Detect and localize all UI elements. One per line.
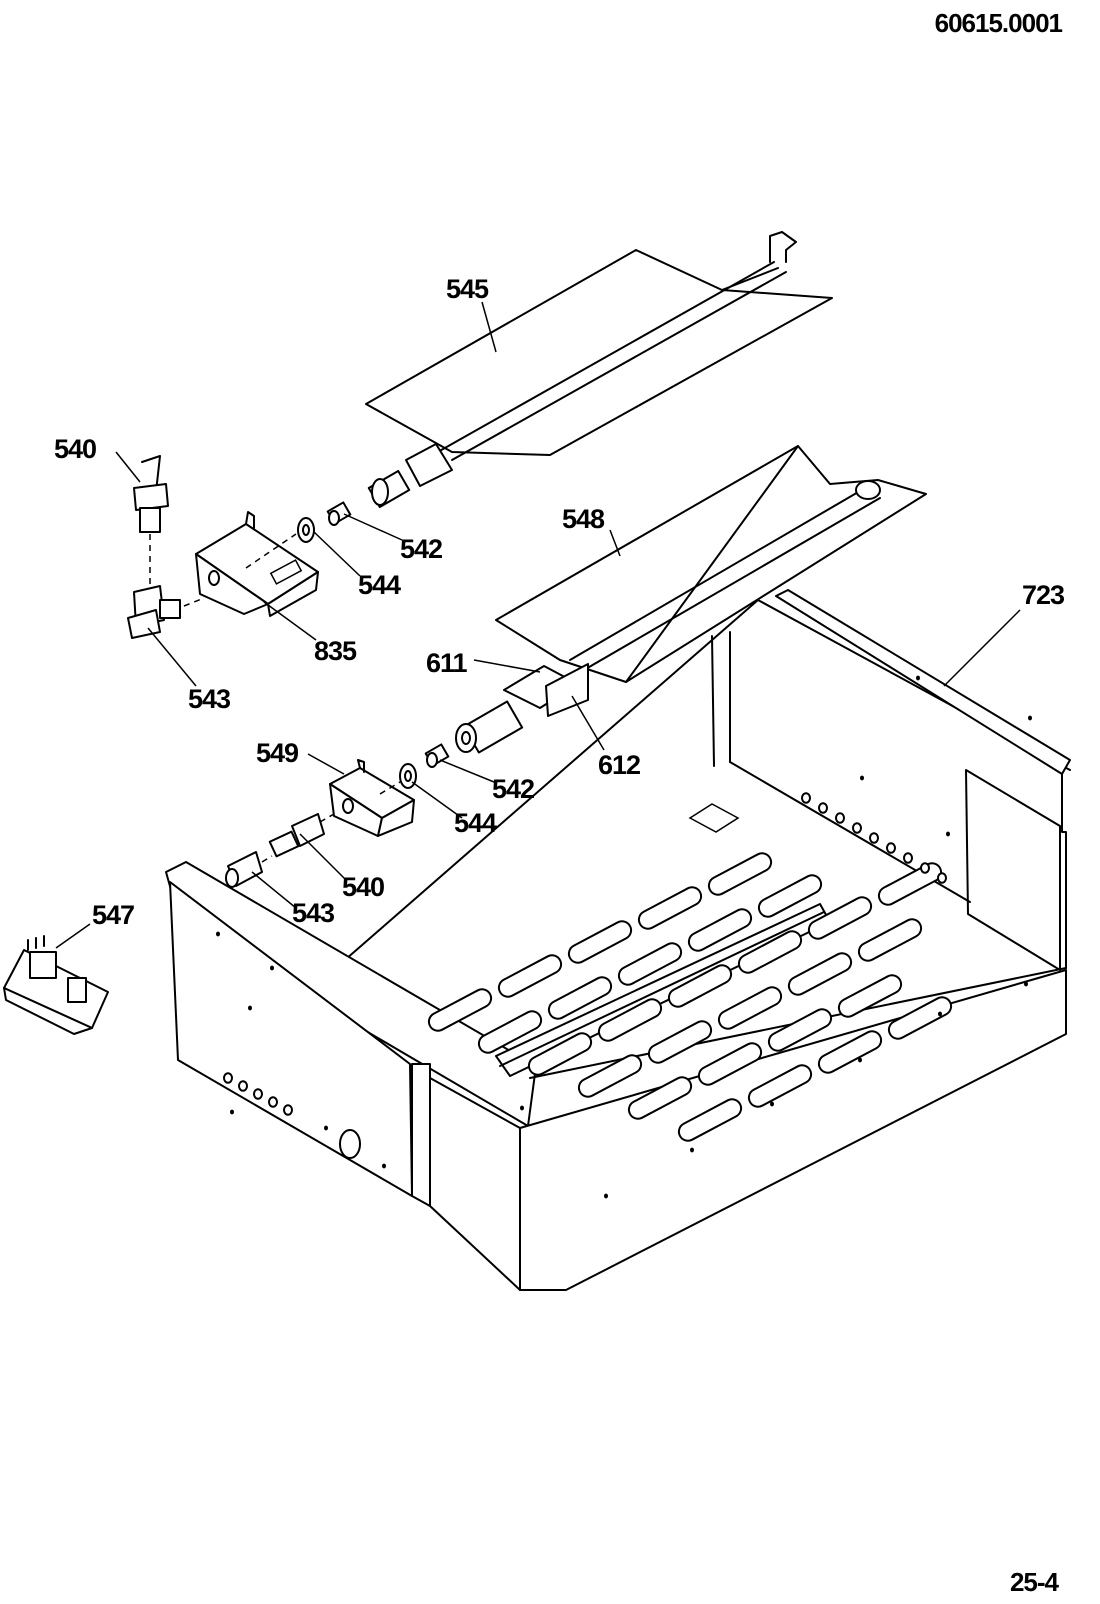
burner-548 xyxy=(455,445,927,754)
part-label-611: 611 xyxy=(426,648,468,678)
floor-slot xyxy=(677,1098,743,1142)
floor-slot xyxy=(477,1010,543,1054)
rivet xyxy=(818,802,828,814)
floor-slot xyxy=(747,1064,813,1108)
rivet xyxy=(801,792,811,804)
rivet xyxy=(230,1109,234,1115)
rivet xyxy=(268,1096,278,1108)
part-label-835: 835 xyxy=(314,636,357,666)
floor-slot xyxy=(597,998,663,1042)
floor-slot xyxy=(717,986,783,1030)
part-label-547: 547 xyxy=(92,900,134,930)
part-label-549: 549 xyxy=(256,738,299,768)
floor-slot xyxy=(787,952,853,996)
floor-slot xyxy=(697,1042,763,1086)
floor-slot xyxy=(807,896,873,940)
part-label-542-bottom: 542 xyxy=(492,774,534,804)
orifice-542-top xyxy=(326,501,352,526)
rivet xyxy=(1028,715,1032,721)
igniter-547 xyxy=(3,935,109,1035)
part-label-544-top: 544 xyxy=(358,570,401,600)
rivet xyxy=(238,1080,248,1092)
bracket-549 xyxy=(329,759,415,837)
rivet xyxy=(253,1088,263,1100)
floor-slot xyxy=(647,1020,713,1064)
floor-slot xyxy=(567,920,633,964)
rivet xyxy=(903,852,913,864)
rivet xyxy=(937,872,947,884)
rivet xyxy=(270,965,274,971)
rivet xyxy=(852,822,862,834)
rivet xyxy=(946,831,950,837)
floor-slot xyxy=(617,942,683,986)
floor-slot xyxy=(757,874,823,918)
part-label-545: 545 xyxy=(446,274,489,304)
floor-slot xyxy=(707,852,773,896)
floor-slot xyxy=(767,1008,833,1052)
part-label-612: 612 xyxy=(598,750,640,780)
floor-slot xyxy=(637,886,703,930)
floor-slot xyxy=(887,996,953,1040)
part-label-542-top: 542 xyxy=(400,534,442,564)
part-label-544-bottom: 544 xyxy=(454,808,497,838)
floor-slot xyxy=(527,1032,593,1076)
fitting-543-bottom xyxy=(225,851,273,888)
rivet xyxy=(216,931,220,937)
rivet xyxy=(520,1105,524,1111)
leader-lines xyxy=(55,301,1021,949)
drawing-id: 60615.0001 xyxy=(934,8,1063,38)
floor-slot xyxy=(577,1054,643,1098)
fitting-540-bottom xyxy=(268,813,335,858)
rivet xyxy=(835,812,845,824)
floor-slot xyxy=(427,988,493,1032)
part-label-723: 723 xyxy=(1022,580,1065,610)
rivet xyxy=(283,1104,293,1116)
rivet xyxy=(1024,981,1028,987)
bracket-835 xyxy=(195,511,319,617)
fitting-543-top xyxy=(127,585,205,639)
part-label-540-top: 540 xyxy=(54,434,96,464)
floor-slots xyxy=(427,852,953,1142)
fitting-540-top xyxy=(133,455,169,584)
floor-slot xyxy=(857,918,923,962)
floor-slot xyxy=(687,908,753,952)
floor-slot xyxy=(837,974,903,1018)
rivet xyxy=(324,1125,328,1131)
floor-slot xyxy=(547,976,613,1020)
floor-slot xyxy=(667,964,733,1008)
part-label-540-bottom: 540 xyxy=(342,872,384,902)
part-label-543-top: 543 xyxy=(188,684,231,714)
part-label-543-bottom: 543 xyxy=(292,898,335,928)
rivet xyxy=(690,1147,694,1153)
page-number: 25-4 xyxy=(1009,1567,1059,1597)
rivet xyxy=(920,862,930,874)
part-label-548: 548 xyxy=(562,504,605,534)
orifice-542-bottom xyxy=(424,743,450,768)
rivet xyxy=(938,1011,942,1017)
rivet xyxy=(382,1163,386,1169)
washer-544-top xyxy=(297,517,315,543)
floor-slot xyxy=(497,954,563,998)
rivet xyxy=(858,1057,862,1063)
rivet xyxy=(869,832,879,844)
floor-slot xyxy=(627,1076,693,1120)
burner-545 xyxy=(365,231,833,509)
part-labels: 545 540 542 544 835 543 548 723 611 612 … xyxy=(54,274,1066,930)
floor-slot xyxy=(737,930,803,974)
rivet xyxy=(860,775,864,781)
rivet-dots xyxy=(216,675,1032,1199)
rivet xyxy=(604,1193,608,1199)
rivet xyxy=(916,675,920,681)
floor-slot xyxy=(817,1030,883,1074)
rivet xyxy=(248,1005,252,1011)
rivet xyxy=(223,1072,233,1084)
rivet xyxy=(770,1101,774,1107)
washer-544-bottom xyxy=(399,763,417,789)
rivet xyxy=(886,842,896,854)
